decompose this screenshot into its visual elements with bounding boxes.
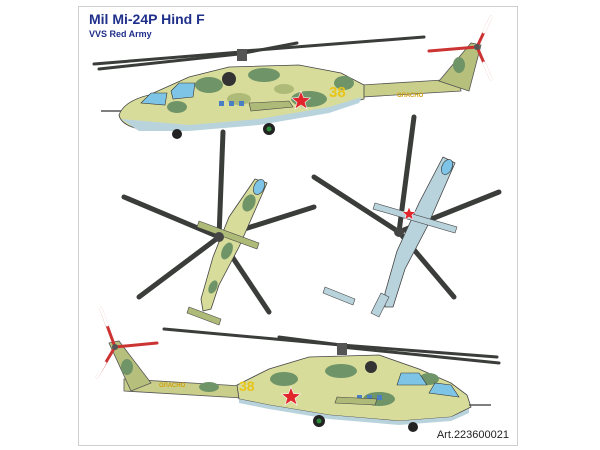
camo-patch-right (121, 359, 133, 375)
rear-canopy (170, 82, 196, 100)
bottom-wings (372, 202, 458, 234)
side-number-right: 38 (239, 378, 255, 394)
top-view (121, 129, 317, 326)
bottom-tail-fin (370, 292, 390, 318)
bottom-tailplane (322, 286, 356, 306)
side-profile-right: 38 ОЛАСНО (95, 307, 501, 432)
stub-wing-right (334, 396, 378, 406)
nose-wheel (172, 129, 182, 139)
wheel-hub-right (316, 418, 322, 424)
top-wings (196, 220, 260, 250)
tail-rotor-top (427, 15, 493, 81)
top-rotor-hub (214, 232, 224, 242)
top-tailplane (186, 306, 222, 326)
top-camo (208, 194, 256, 294)
stub-wing (248, 100, 294, 112)
rotor-hub-bottom (337, 343, 347, 355)
bottom-star (401, 206, 417, 221)
cabin-windows-right (357, 395, 382, 400)
camo-patch (453, 57, 465, 73)
bottom-view (311, 114, 502, 318)
rear-canopy-right (396, 372, 428, 386)
engine-intake (222, 72, 236, 86)
main-rotor-top (92, 35, 426, 71)
fuselage-right (236, 354, 472, 422)
red-star-right (280, 386, 302, 406)
page-title: Mil Mi-24P Hind F (89, 11, 205, 27)
top-canopy (253, 179, 265, 195)
tail-code: ОЛАСНО (397, 93, 424, 99)
fuselage-underside (121, 97, 362, 131)
main-rotor-bottom (162, 327, 501, 365)
wheel-hub (266, 126, 272, 132)
engine-intake-right (365, 361, 377, 373)
helicopter-artwork: 38 ОЛАСНО (92, 15, 502, 432)
bottom-rotor-hub (394, 227, 404, 237)
tail-code-right: ОЛАСНО (159, 383, 186, 389)
bottom-view-rotor (311, 114, 502, 300)
article-number: Art.223600021 (436, 429, 509, 441)
tail-rotor-bottom (95, 307, 159, 379)
nose-wheel-right (408, 422, 418, 432)
red-star (290, 90, 312, 110)
front-canopy (140, 92, 168, 106)
front-canopy-right (428, 382, 460, 398)
fuselage-underside-right (239, 399, 469, 425)
page-subtitle: VVS Red Army (89, 29, 152, 39)
bottom-canopy (441, 159, 453, 175)
rotor-hub (237, 49, 247, 61)
side-number: 38 (329, 84, 346, 101)
side-profile-left: 38 ОЛАСНО (92, 15, 493, 139)
cabin-windows (219, 101, 244, 106)
profile-sheet: Mil Mi-24P Hind F VVS Red Army (78, 6, 518, 446)
bottom-fuselage (384, 156, 456, 308)
